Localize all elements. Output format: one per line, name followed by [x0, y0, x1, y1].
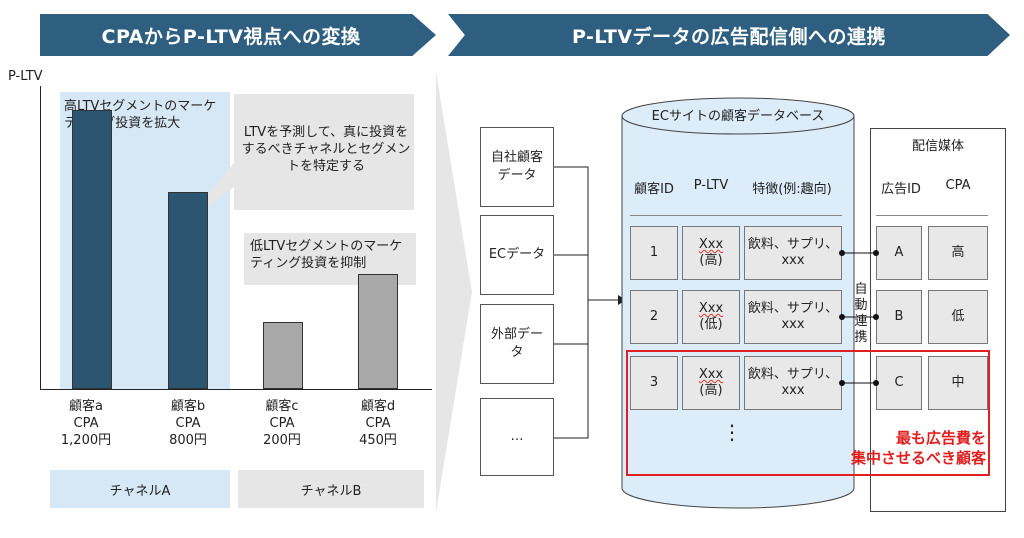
banner-pltv-integration: P-LTVデータの広告配信側への連携 — [448, 14, 1010, 56]
row3-id: 3 — [630, 356, 678, 410]
row2-id: 2 — [630, 290, 678, 344]
source-own-customer-data: 自社顧客データ — [480, 127, 554, 207]
low-segment-note: 低LTVセグメントのマーケティング投資を抑制 — [250, 239, 403, 271]
media-row3-ad: C — [876, 356, 922, 410]
chart-y-label: P-LTV — [8, 69, 43, 84]
header-divider — [630, 215, 842, 216]
header-feature: 特徴(例:趣向) — [752, 182, 832, 197]
header-pltv: P-LTV — [693, 178, 729, 193]
media-title: 配信媒体 — [911, 139, 964, 154]
callout-text: LTVを予測して、真に投資をするべきチャネルとセグメントを特定する — [241, 125, 411, 174]
row2-pltv: Xxx(低) — [682, 290, 740, 344]
source-other: … — [480, 398, 554, 476]
media-row1-cpa: 高 — [928, 226, 988, 280]
y-axis — [40, 86, 41, 389]
row3-feature: 飲料、サプリ、xxx — [744, 356, 842, 410]
banner-left-text: CPAからP-LTV視点への変換 — [101, 25, 361, 48]
media-row2-ad: B — [876, 290, 922, 344]
channel-b: チャネルB — [238, 470, 424, 508]
row1-feature: 飲料、サプリ、xxx — [744, 226, 842, 280]
auto-link-connectors — [839, 250, 879, 386]
banner-right-text: P-LTVデータの広告配信側への連携 — [571, 25, 887, 48]
source-external-data: 外部データ — [480, 304, 554, 384]
header-ad-id: 広告ID — [881, 182, 921, 197]
channel-a: チャネルA — [50, 470, 230, 508]
source-ec-data: ECデータ — [480, 215, 554, 295]
x-axis — [40, 389, 432, 390]
banner-cpa-to-pltv: CPAからP-LTV視点への変換 — [40, 14, 436, 56]
row3-pltv: Xxx(高) — [682, 356, 740, 410]
row1-pltv: Xxx(高) — [682, 226, 740, 280]
row2-feature: 飲料、サプリ、xxx — [744, 290, 842, 344]
media-header-divider — [876, 215, 988, 216]
auto-link-label: 自動連携 — [854, 282, 868, 345]
highlight-frame — [626, 350, 990, 476]
bar-customer-d — [358, 273, 398, 389]
bar-customer-a — [72, 110, 112, 389]
database-title: ECサイトの顧客データベース — [651, 109, 825, 124]
bar-customer-b — [168, 192, 208, 389]
media-row2-cpa: 低 — [928, 290, 988, 344]
callout-box — [234, 94, 414, 210]
db-ellipsis: ⋮ — [722, 420, 742, 444]
header-customer-id: 顧客ID — [634, 182, 674, 197]
media-row1-ad: A — [876, 226, 922, 280]
media-row3-cpa: 中 — [928, 356, 988, 410]
highlight-note: 最も広告費を集中させるべき顧客 — [850, 429, 986, 467]
bar-customer-c — [263, 322, 303, 389]
row1-id: 1 — [630, 226, 678, 280]
transition-arrow — [436, 72, 472, 512]
header-cpa: CPA — [945, 178, 971, 193]
